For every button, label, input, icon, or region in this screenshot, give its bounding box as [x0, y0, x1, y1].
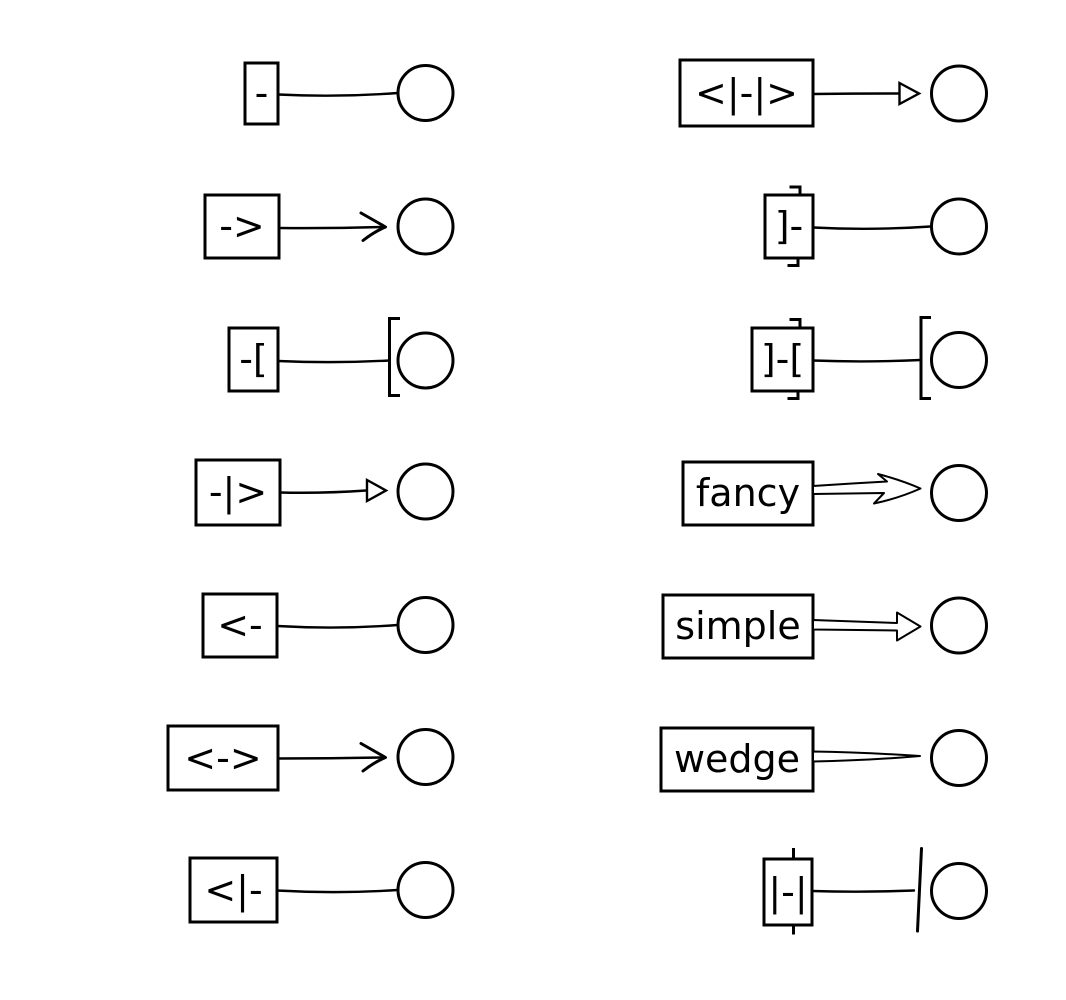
target-circle: [930, 729, 988, 787]
style-label: <->: [184, 736, 261, 780]
sample-arrowstyle-simple: simple: [661, 593, 988, 660]
style-label: ]-[: [761, 337, 804, 381]
target-circle: [396, 64, 455, 122]
connector-line: [275, 623, 399, 629]
style-label-box: [203, 193, 281, 260]
target-circle: [930, 197, 988, 256]
style-label: fancy: [696, 471, 800, 515]
sample-arrowstyle-plain: -: [243, 61, 455, 126]
target-circle: [396, 197, 455, 256]
sample-arrowstyle-fancy: fancy: [681, 460, 988, 527]
sample-arrowstyle-wedge: wedge: [659, 726, 988, 793]
target-circle: [396, 596, 455, 654]
sample-arrowstyle-double-hollow-triangle: <|-|>: [678, 58, 988, 128]
style-label: ->: [219, 204, 265, 248]
connector-line: [278, 489, 368, 494]
target-circle: [930, 596, 988, 655]
style-label: <-: [217, 603, 263, 647]
style-label: wedge: [674, 737, 800, 781]
sample-arrowstyle-bar-both: |-|: [762, 847, 988, 935]
simple-arrow-icon: [812, 611, 922, 642]
style-label: -|>: [209, 470, 267, 515]
connector-line: [810, 889, 916, 893]
sample-arrowstyle-bracket-both: ]-[: [750, 316, 988, 400]
style-label-box: [227, 326, 280, 393]
start-bracket-top-stub: [789, 318, 802, 330]
connector-line: [811, 225, 932, 230]
style-label: -: [255, 71, 269, 115]
open-arrowhead-icon: [359, 742, 387, 773]
connector-line: [276, 359, 391, 364]
target-circle: [930, 331, 988, 389]
end-bar-icon: [916, 847, 923, 933]
start-bracket-bottom-stub: [787, 389, 800, 400]
target-circle: [930, 64, 988, 123]
connector-line: [811, 92, 901, 96]
bracket-head-icon: [919, 316, 931, 400]
target-circle: [396, 861, 455, 919]
sample-arrowstyle-bracket-end: -[: [227, 317, 455, 397]
sample-arrowstyle-back-hollow-triangle: <|-: [188, 856, 455, 924]
fancy-arrow-icon: [812, 473, 922, 505]
target-circle: [930, 464, 988, 522]
style-label-box: [681, 460, 815, 527]
style-label-box: [194, 458, 282, 527]
connector-line: [277, 225, 384, 230]
style-label-box: [166, 724, 280, 792]
target-circle: [930, 862, 988, 920]
open-arrowhead-icon: [359, 211, 387, 242]
sample-arrowstyle-back-arrow: <-: [201, 592, 455, 659]
style-label-box: [678, 58, 815, 128]
hollow-triangle-head-icon: [365, 477, 389, 504]
hollow-triangle-head-icon: [898, 80, 922, 107]
start-bracket-top-stub: [789, 185, 802, 197]
style-label-box: [243, 61, 280, 126]
sample-arrowstyle-hollow-triangle: -|>: [194, 458, 455, 527]
start-bracket-bottom-stub: [787, 256, 800, 267]
style-label-box: [659, 726, 815, 793]
target-circle: [396, 331, 455, 390]
wedge-arrow-icon: [812, 750, 921, 763]
style-label: -[: [239, 337, 268, 381]
connector-line: [276, 756, 384, 760]
connector-line: [275, 888, 399, 894]
connector-line: [811, 358, 922, 363]
sample-arrowstyle-bracket-start: ]-: [763, 185, 988, 267]
sample-arrowstyle-arrow: ->: [203, 193, 455, 260]
target-circle: [396, 728, 455, 786]
style-label: <|-: [204, 868, 262, 913]
style-label: <|-|>: [695, 71, 798, 116]
target-circle: [396, 462, 455, 521]
sample-arrowstyle-double-arrow: <->: [166, 724, 455, 792]
style-label: simple: [675, 604, 800, 648]
style-label: ]-: [775, 204, 804, 248]
bracket-head-icon: [388, 317, 400, 397]
style-label: |-|: [768, 870, 807, 915]
connector-line: [276, 91, 399, 97]
